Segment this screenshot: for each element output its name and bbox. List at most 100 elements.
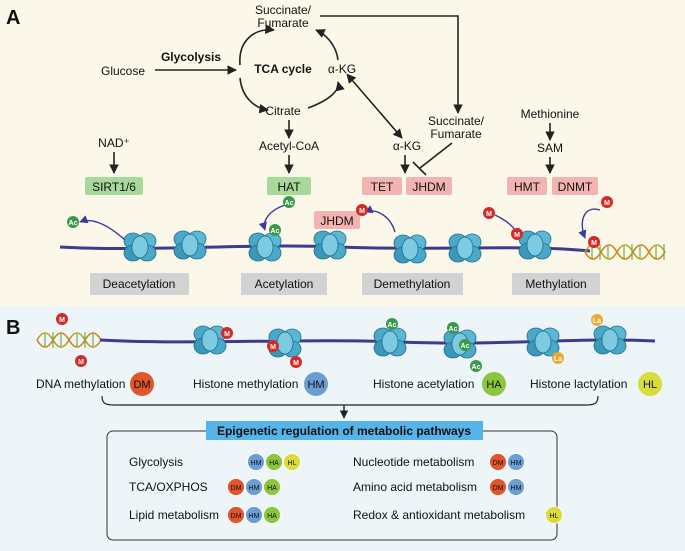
lactyl-badge-b2 xyxy=(591,314,603,326)
tet-box xyxy=(362,177,402,195)
succinate-top-line2: Fumarate xyxy=(257,16,309,30)
dm-badge xyxy=(489,478,507,496)
nucleosome-b3 xyxy=(373,327,407,357)
nucleosome-a1 xyxy=(123,232,157,262)
hmt-label: HMT xyxy=(514,180,541,194)
dna-helix-b xyxy=(36,332,102,348)
dm-badge-text: DM xyxy=(231,485,242,492)
nucleosome-a3 xyxy=(248,232,282,262)
jhdm-top-box xyxy=(406,177,452,195)
panel-a-background xyxy=(0,0,685,306)
acetyl-badge-text: Ac xyxy=(285,200,294,207)
tca-cycle-label: TCA cycle xyxy=(254,62,312,76)
lactyl-badge-text: La xyxy=(593,318,601,325)
panel-b-letter: B xyxy=(6,317,20,339)
succinate-mid-line1: Succinate/ xyxy=(428,114,485,128)
hm-badge xyxy=(245,478,263,496)
methylation-box xyxy=(512,273,600,295)
pathway-box-title: Epigenetic regulation of metabolic pathw… xyxy=(217,424,471,438)
methyl-badge-demethylation xyxy=(356,204,368,216)
dnmt-label: DNMT xyxy=(558,180,593,194)
dnmt-box xyxy=(552,177,598,195)
deacetylation-label: Deacetylation xyxy=(103,277,176,291)
dm-large-badge xyxy=(130,372,154,396)
succinate-top-line1: Succinate/ xyxy=(255,3,312,17)
succinate-mid-line2: Fumarate xyxy=(430,127,482,141)
methyl-badge-hmt-donor xyxy=(483,207,495,219)
akg-right-label: α-KG xyxy=(393,139,421,153)
panel-a-letter: A xyxy=(6,7,20,29)
nucleosome-b6 xyxy=(593,325,627,355)
acetylation-label: Acetylation xyxy=(255,277,314,291)
pathway-name: Glycolysis xyxy=(129,455,183,469)
hl-large-badge-text: HL xyxy=(643,379,657,391)
dm-badge xyxy=(489,453,507,471)
pathway-name: Nucleotide metabolism xyxy=(353,455,474,469)
hat-label: HAT xyxy=(277,180,301,194)
jhdm-top-label: JHDM xyxy=(412,180,445,194)
hm-large-badge-text: HM xyxy=(307,379,324,391)
glucose-label: Glucose xyxy=(101,64,145,78)
nucleosome-a4 xyxy=(313,230,347,260)
acetylation-box xyxy=(241,273,327,295)
hm-badge-text: HM xyxy=(249,513,260,520)
histone-acetylation-label: Histone acetylation xyxy=(373,377,474,391)
methyl-badge-text: M xyxy=(604,200,610,207)
hm-badge xyxy=(507,453,525,471)
methyl-badge-dnmt-donor xyxy=(601,196,613,208)
sirt-box xyxy=(85,177,143,195)
dna-helix-a xyxy=(584,244,666,260)
pathway-box-title-bar xyxy=(206,421,483,440)
dm-badge-text: DM xyxy=(493,460,504,467)
lactyl-badge-text: La xyxy=(554,356,562,363)
acetyl-badge-b3 xyxy=(459,339,471,351)
hl-badge-text: HL xyxy=(288,460,297,467)
pathway-name: Amino acid metabolism xyxy=(353,480,477,494)
jhdm-chromatin-label: JHDM xyxy=(320,214,353,228)
hm-badge-text: HM xyxy=(511,485,522,492)
ha-badge-text: HA xyxy=(267,513,277,520)
convergence-bracket xyxy=(101,395,599,406)
ha-large-badge xyxy=(482,372,506,396)
demethylation-box xyxy=(362,273,463,295)
dm-large-badge-text: DM xyxy=(133,379,150,391)
akg-cycle-label: α-KG xyxy=(328,62,356,76)
hm-badge xyxy=(247,453,265,471)
jhdm-chromatin-box xyxy=(314,211,360,229)
methyl-badge-text: M xyxy=(486,211,492,218)
ha-badge xyxy=(263,506,281,524)
methyl-badge-text: M xyxy=(591,240,597,247)
hm-badge xyxy=(245,506,263,524)
hl-large-badge xyxy=(638,372,662,396)
histone-lactylation-label: Histone lactylation xyxy=(530,377,627,391)
acetyl-badge-text: Ac xyxy=(271,228,280,235)
nucleosome-a6 xyxy=(448,233,482,263)
hl-badge xyxy=(283,453,301,471)
methyl-badge-histone xyxy=(511,228,523,240)
methyl-badge-b5 xyxy=(290,356,302,368)
glycolysis-label: Glycolysis xyxy=(161,50,221,64)
methyl-badge-text: M xyxy=(270,344,276,351)
sirt-label: SIRT1/6 xyxy=(92,180,136,194)
hat-box xyxy=(267,177,311,195)
acetyl-badge-text: Ac xyxy=(388,322,397,329)
sam-label: SAM xyxy=(537,141,563,155)
nad-label: NAD⁺ xyxy=(98,136,130,150)
ha-large-badge-text: HA xyxy=(486,379,502,391)
ha-badge xyxy=(265,453,283,471)
acetyl-badge-text: Ac xyxy=(472,364,481,371)
nucleosome-a5 xyxy=(393,234,427,264)
methyl-badge-b4 xyxy=(267,340,279,352)
acetyl-badge-released xyxy=(67,216,79,228)
hm-badge-text: HM xyxy=(249,485,260,492)
ha-badge-text: HA xyxy=(269,460,279,467)
dm-badge xyxy=(227,478,245,496)
demethylation-label: Demethylation xyxy=(374,277,451,291)
hmt-box xyxy=(507,177,547,195)
acetyl-badge-b1 xyxy=(386,318,398,330)
acetyl-badge-text: Ac xyxy=(69,220,78,227)
methyl-badge-dna xyxy=(588,236,600,248)
pathway-name: Lipid metabolism xyxy=(129,508,219,522)
